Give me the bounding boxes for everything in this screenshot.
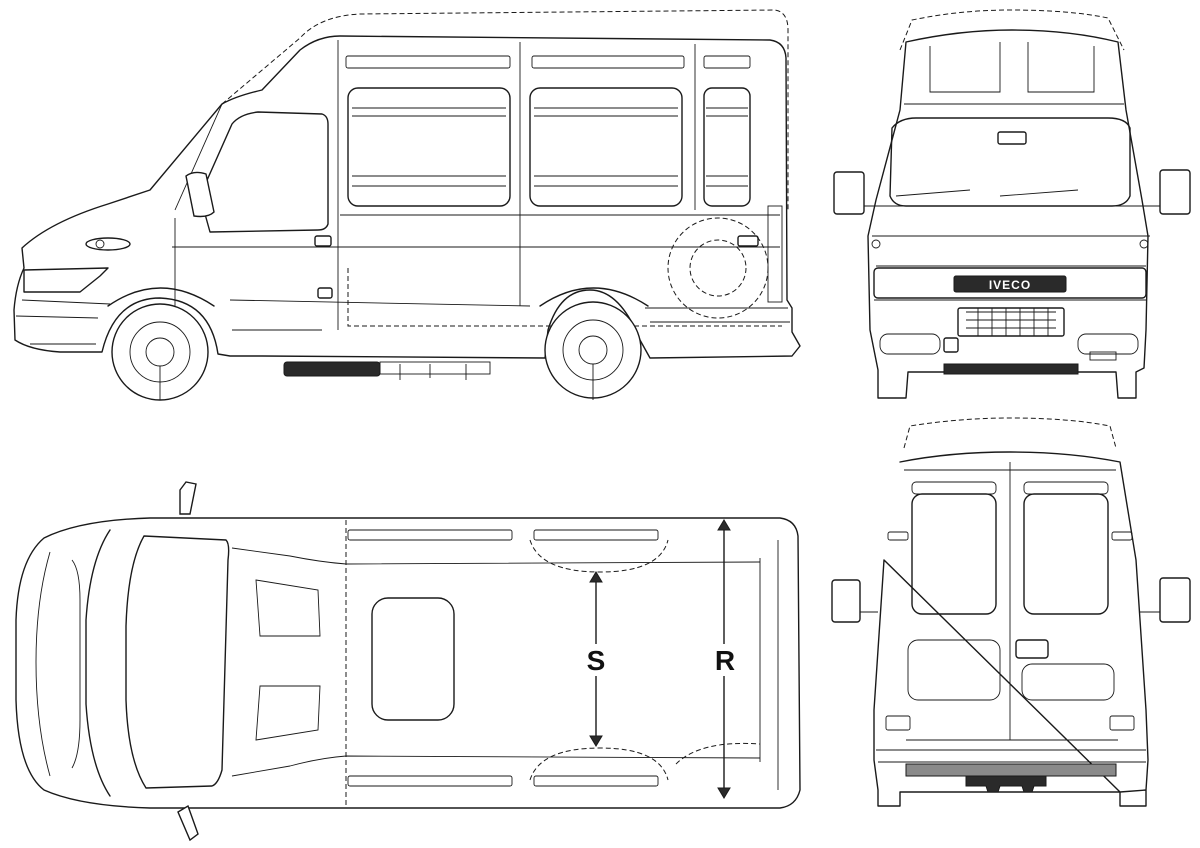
- rear-view: [831, 417, 1191, 807]
- brand-badge: IVECO: [989, 278, 1031, 292]
- front-view: IVECO: [833, 9, 1191, 399]
- dimension-r-label: R: [715, 645, 735, 676]
- side-view: [13, 9, 801, 401]
- top-view: S R: [15, 481, 801, 842]
- dimension-s-label: S: [587, 645, 606, 676]
